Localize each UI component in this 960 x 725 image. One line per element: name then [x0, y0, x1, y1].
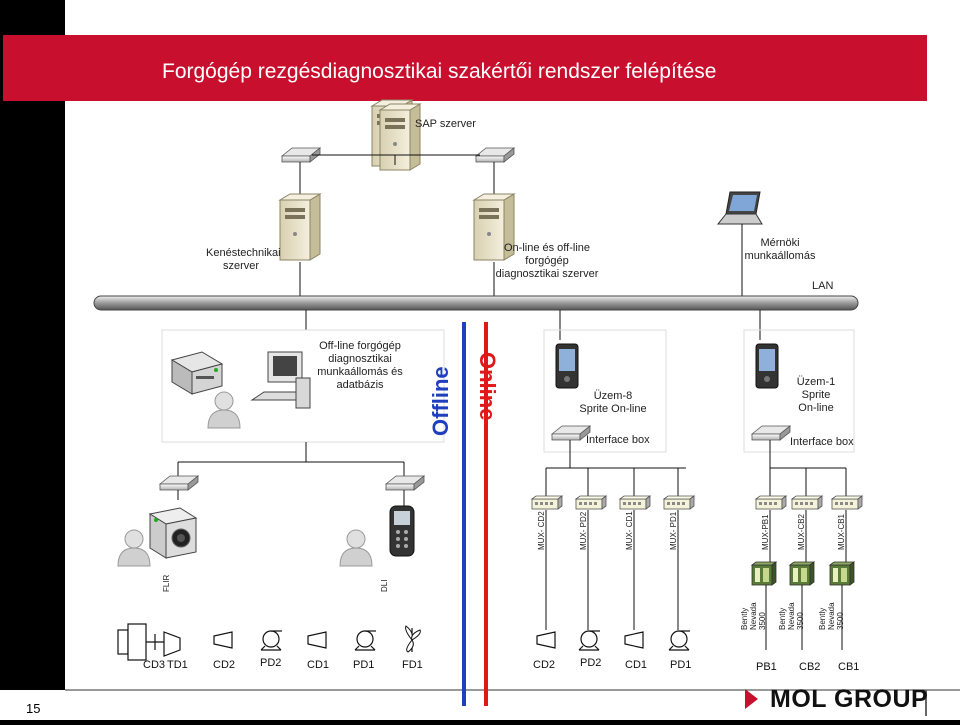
handheld-icon [389, 505, 415, 557]
interface-box-1-label: Interface box [790, 436, 854, 448]
kenes-server-label: Kenéstechnikai szerver [206, 247, 281, 272]
sap-server-label: SAP szerver [415, 118, 476, 130]
kenes-server-icon [279, 193, 321, 261]
fan-icon [405, 625, 421, 653]
laptop-icon [716, 191, 763, 225]
offline-header: Offline [428, 366, 453, 436]
equipment-label: PD1 [670, 659, 692, 671]
equipment-label: PB1 [756, 661, 777, 673]
title-bar [3, 35, 927, 101]
mux-icon [755, 495, 787, 510]
equipment-label: CD1 [307, 659, 330, 671]
equipment-label: FD1 [402, 659, 423, 671]
unit1-label: Üzem-1 Sprite On-line [796, 376, 836, 414]
mux-icon [531, 495, 563, 510]
equipment-label: CD2 [533, 659, 556, 671]
camera-icon [148, 507, 198, 559]
rack-icon [829, 561, 855, 586]
unit8-label: Üzem-8 Sprite On-line [579, 390, 647, 415]
bently-label: Bently Nevada 3500 [740, 602, 767, 630]
mux-icon [575, 495, 607, 510]
bently-label: Bently Nevada 3500 [778, 602, 805, 630]
equipment-label: TD1 [167, 659, 188, 671]
mux-icon [831, 495, 863, 510]
mux-label: MUX- PD1 [669, 511, 678, 550]
turbine-icon [117, 623, 181, 661]
equipment-label: CD1 [625, 659, 648, 671]
diag-server-label: On-line és off-line forgógép diagnosztik… [495, 242, 599, 280]
engineer-ws-label: Mérnöki munkaállomás [744, 237, 816, 262]
brand-logo: MOL GROUP [770, 685, 929, 713]
equipment-label: CD2 [213, 659, 236, 671]
interface-box-8-label: Interface box [586, 434, 650, 446]
rack-icon [751, 561, 777, 586]
mux-label: MUX- PD2 [579, 511, 588, 550]
offline-workstation-label: Off-line forgógép diagnosztikai munkaáll… [317, 340, 403, 391]
online-header: Online [475, 352, 500, 421]
mux-label: MUX- CD1 [625, 511, 634, 550]
flir-label: FLIR [162, 574, 171, 592]
equipment-label: PD2 [260, 657, 282, 669]
pda-icon [755, 343, 779, 389]
equipment-label: PD2 [580, 657, 602, 669]
pda-icon [555, 343, 579, 389]
mux-label: MUX- CD2 [537, 511, 546, 550]
rack-icon [789, 561, 815, 586]
bently-label: Bently Nevada 3500 [818, 602, 845, 630]
equipment-label: PD1 [353, 659, 375, 671]
dli-label: DLI [380, 579, 389, 592]
printer-icon [170, 351, 224, 395]
equipment-label: CB2 [799, 661, 821, 673]
page-title: Forgógép rezgésdiagnosztikai szakértői r… [162, 60, 717, 83]
mux-icon [663, 495, 695, 510]
mux-label: MUX-PB1 [761, 514, 770, 550]
page-number: 15 [26, 701, 41, 716]
equipment-label: CB1 [838, 661, 860, 673]
mux-label: MUX-CB2 [797, 513, 806, 550]
lan-label: LAN [812, 280, 834, 292]
equipment-label: CD3 [143, 659, 166, 671]
mux-icon [791, 495, 823, 510]
mux-icon [619, 495, 651, 510]
sap-server-icon [371, 99, 421, 171]
brand-arrow-icon [745, 689, 758, 709]
computer-icon [250, 351, 311, 409]
lan-bus [93, 295, 859, 311]
mux-label: MUX-CB1 [837, 513, 846, 550]
